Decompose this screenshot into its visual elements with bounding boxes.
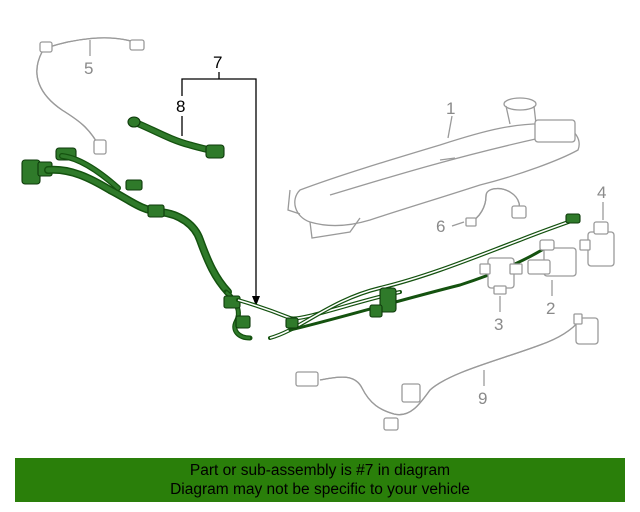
callout-2: 2: [546, 299, 555, 318]
parts-diagram: 5 7 8: [21, 37, 615, 431]
callout-5: 5: [84, 59, 93, 78]
part-6-hose[interactable]: [465, 187, 527, 227]
callout-3: 3: [494, 315, 503, 334]
callout-8: 8: [176, 97, 185, 116]
callout-4: 4: [597, 183, 606, 202]
part-5-hose[interactable]: [36, 37, 145, 155]
callout-6: 6: [436, 217, 445, 236]
leader-6: [451, 221, 465, 227]
info-banner: Part or sub-assembly is #7 in diagram Di…: [15, 458, 625, 502]
part-1-cover[interactable]: [287, 97, 580, 239]
callout-7-bracket: [181, 72, 260, 306]
callout-1: 1: [446, 99, 455, 118]
part-7-hose-assembly[interactable]: [21, 147, 581, 341]
callout-7: 7: [213, 53, 222, 72]
part-2-solenoid[interactable]: [527, 239, 577, 277]
part-9-hose[interactable]: [295, 313, 599, 431]
banner-line-1: Part or sub-assembly is #7 in diagram: [189, 462, 451, 479]
part-8-hose[interactable]: [127, 116, 225, 159]
leader-1: [447, 115, 453, 139]
part-3-valve[interactable]: [479, 257, 523, 295]
part-4-valve[interactable]: [579, 221, 615, 267]
callout-9: 9: [478, 389, 487, 408]
banner-line-2: Diagram may not be specific to your vehi…: [170, 481, 470, 498]
